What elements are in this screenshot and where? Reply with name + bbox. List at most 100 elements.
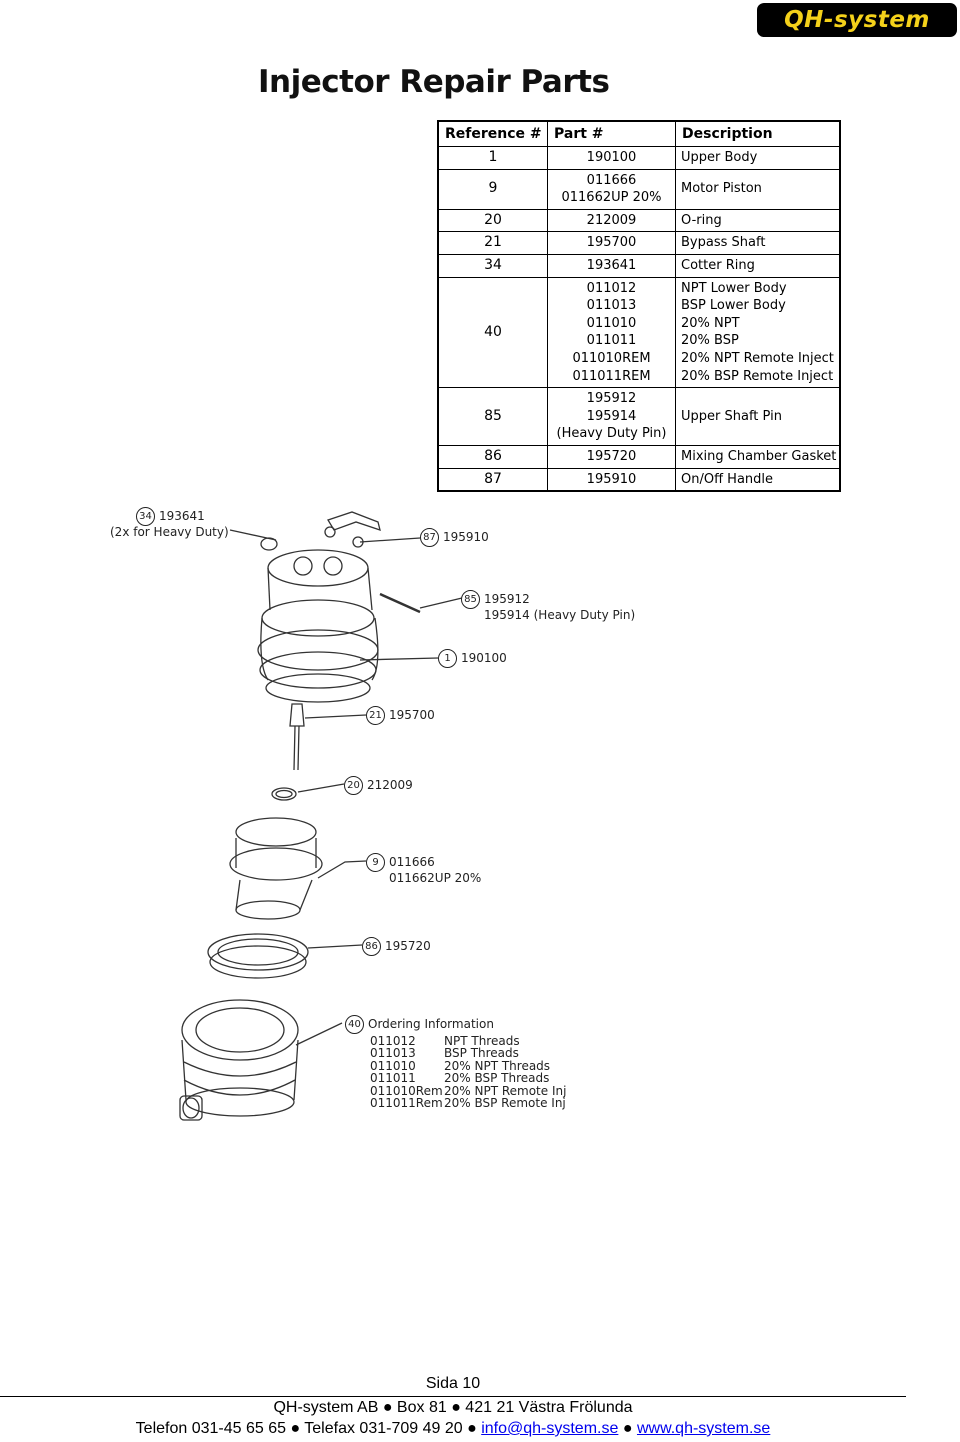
part-number: 011012 — [586, 280, 637, 296]
callout-86-part: 195720 — [385, 939, 431, 953]
callout-34-part: 193641 — [159, 509, 205, 523]
reference-cell: 40 — [437, 276, 548, 389]
callout-85-number: 85 — [461, 590, 480, 609]
ordering-row: 011011 20% BSP Threads — [370, 1071, 566, 1086]
callout-86-number: 86 — [362, 937, 381, 956]
ordering-code: 011011Rem — [370, 1096, 443, 1111]
part-number-cell: 011666 011662UP 20% — [547, 168, 676, 210]
description-cell: Mixing Chamber Gasket — [675, 444, 841, 469]
column-header-part: Part # — [547, 120, 676, 147]
part-number: 212009 — [586, 212, 637, 228]
description: Upper Shaft Pin — [681, 408, 782, 424]
description: NPT Lower Body — [681, 280, 787, 296]
callout-85-part-hd: 195914 (Heavy Duty Pin) — [484, 608, 636, 622]
part-number-cell: 190100 — [547, 146, 676, 170]
description: Mixing Chamber Gasket — [681, 448, 837, 464]
callout-87: 87 195910 — [420, 528, 489, 547]
ordering-row: 011012 NPT Threads — [370, 1034, 566, 1048]
footer-email-link[interactable]: info@qh-system.se — [481, 1420, 619, 1437]
description: Upper Body — [681, 150, 758, 165]
callout-87-number: 87 — [420, 528, 439, 547]
description-cell: Motor Piston — [675, 168, 841, 210]
ordering-code: 011012 — [370, 1034, 416, 1048]
page-title: Injector Repair Parts — [258, 64, 610, 100]
ordering-heading: Ordering Information — [368, 1017, 494, 1031]
description: Cotter Ring — [681, 257, 755, 273]
callout-9-part: 011666 — [389, 855, 435, 869]
part-number: 195910 — [586, 471, 637, 487]
description: Motor Piston — [681, 181, 762, 197]
description: 20% BSP Remote Inject — [681, 368, 834, 384]
reference-cell: 20 — [437, 208, 548, 233]
callout-9-part-alt: 011662UP 20% — [389, 871, 482, 885]
part-number: 011666 — [586, 172, 637, 188]
callout-9-number: 9 — [366, 853, 385, 872]
ordering-description: 20% NPT Remote Inj — [444, 1083, 567, 1098]
description-cell: Upper Body — [675, 146, 841, 170]
part-number: 011010REM — [572, 350, 651, 366]
part-number-cell: 195700 — [547, 231, 676, 255]
callout-86: 86 195720 — [362, 937, 431, 956]
ordering-description: NPT Threads — [444, 1034, 520, 1048]
footer-phone: Telefon 031-45 65 65 ● Telefax 031-709 4… — [135, 1420, 477, 1437]
callout-21: 21 195700 — [366, 706, 435, 725]
ordering-code: 011011 — [370, 1071, 416, 1086]
column-header-reference: Reference # — [437, 120, 548, 147]
description-cell: On/Off Handle — [675, 467, 841, 492]
part-number: 193641 — [586, 257, 637, 273]
description: Bypass Shaft — [681, 235, 766, 251]
reference-cell: 87 — [437, 467, 548, 492]
part-number: 011662UP 20% — [561, 190, 662, 206]
callout-21-number: 21 — [366, 706, 385, 725]
ordering-description: 20% BSP Threads — [444, 1071, 550, 1086]
callout-34-number: 34 — [136, 507, 155, 526]
callout-85-part: 195912 — [484, 592, 530, 606]
reference-cell: 21 — [437, 231, 548, 255]
part-number: 195914 — [586, 408, 637, 424]
column-header-description: Description — [675, 120, 841, 147]
part-number: 011011REM — [572, 368, 651, 384]
table-row: 87 195910 On/Off Handle — [437, 467, 841, 492]
callout-20: 20 212009 — [344, 776, 413, 795]
footer-web-link[interactable]: www.qh-system.se — [636, 1420, 771, 1437]
callout-1-part: 190100 — [461, 651, 507, 665]
description-cell: Upper Shaft Pin — [675, 387, 841, 446]
callout-21-part: 195700 — [389, 708, 435, 722]
part-number: 195720 — [586, 448, 637, 464]
table-row: 34 193641 Cotter Ring — [437, 253, 841, 278]
part-number: 011010 — [586, 315, 637, 331]
description: BSP Lower Body — [681, 298, 786, 314]
ordering-description: 20% NPT Threads — [444, 1058, 551, 1073]
exploded-parts-diagram — [179, 511, 463, 1121]
ordering-description: 20% BSP Remote Inj — [444, 1096, 566, 1111]
table-row: 9 011666 011662UP 20% Motor Piston — [437, 168, 841, 210]
description: 20% NPT Remote Inject — [681, 350, 834, 366]
callout-34: 34 193641 (2x for Heavy Duty) — [110, 507, 255, 539]
callout-20-part: 212009 — [367, 778, 413, 792]
ordering-description: BSP Threads — [444, 1046, 519, 1061]
callout-34-note: (2x for Heavy Duty) — [110, 525, 229, 539]
part-number: 190100 — [586, 150, 637, 165]
part-number-cell: 195720 — [547, 444, 676, 469]
description: O-ring — [681, 212, 722, 228]
reference-cell: 86 — [437, 444, 548, 469]
page-number: Sida 10 — [425, 1375, 481, 1392]
footer-separator: ● — [622, 1420, 633, 1437]
reference-cell: 9 — [437, 168, 548, 210]
part-number: 195912 — [586, 391, 637, 407]
callout-87-part: 195910 — [443, 530, 489, 544]
reference-cell: 34 — [437, 253, 548, 278]
callout-20-number: 20 — [344, 776, 363, 795]
